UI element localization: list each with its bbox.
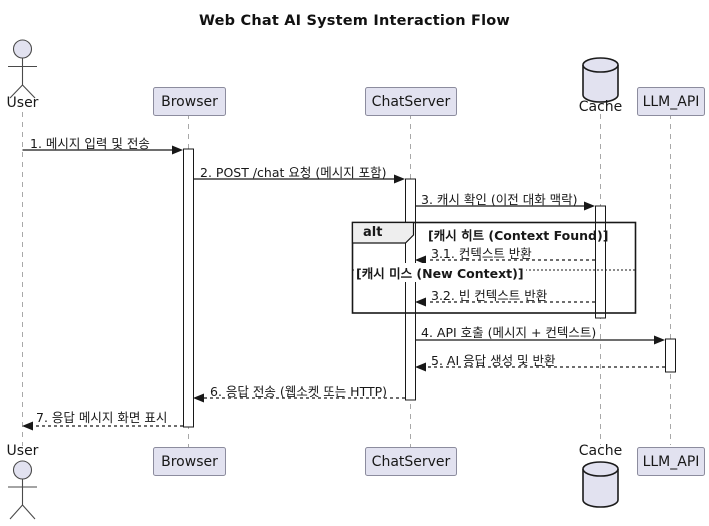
- message-label-5: 5. AI 응답 생성 및 반환: [431, 353, 556, 368]
- alt-operator-pentagon: [351, 221, 415, 244]
- diagram-title: Web Chat AI System Interaction Flow: [198, 13, 511, 29]
- arrowhead-1: [172, 145, 183, 155]
- arrowhead-3: [584, 201, 595, 211]
- arrowhead-2: [394, 174, 405, 184]
- arrowhead-3-1: [415, 255, 426, 265]
- activation-chatserver: [405, 178, 416, 401]
- alt-operator-label: alt: [363, 225, 383, 240]
- message-label-4: 4. API 호출 (메시지 + 컨텍스트): [421, 325, 597, 340]
- user-actor-bottom-icon: [8, 460, 37, 520]
- message-label-1: 1. 메시지 입력 및 전송: [30, 136, 150, 151]
- user-actor-icon: [8, 39, 37, 99]
- participant-chatserver-top: ChatServer: [365, 87, 457, 116]
- participant-cache-bottom-label: Cache: [578, 443, 623, 459]
- arrowhead-5: [415, 362, 426, 372]
- participant-browser-top: Browser: [153, 87, 226, 116]
- message-label-3: 3. 캐시 확인 (이전 대화 맥락): [421, 192, 578, 207]
- message-label-7: 7. 응답 메시지 화면 표시: [36, 410, 168, 425]
- message-label-3-1: 3.1. 컨텍스트 반환: [431, 246, 532, 261]
- alt-guard-hit: [캐시 히트 (Context Found)]: [428, 228, 609, 243]
- arrowhead-3-2: [415, 297, 426, 307]
- arrowhead-6: [193, 393, 204, 403]
- message-label-3-2: 3.2. 빈 컨텍스트 반환: [431, 288, 548, 303]
- participant-user-bottom-label: User: [6, 443, 39, 459]
- participant-llm-api-top: LLM_API: [637, 87, 705, 116]
- message-label-6: 6. 응답 전송 (웹소켓 또는 HTTP): [210, 384, 388, 399]
- participant-browser-bottom: Browser: [153, 447, 226, 476]
- activation-cache: [595, 205, 606, 319]
- alt-guard-miss: [캐시 미스 (New Context)]: [354, 263, 526, 282]
- participant-cache-top-label: Cache: [578, 99, 623, 115]
- participant-user-top-label: User: [6, 95, 39, 111]
- message-label-2: 2. POST /chat 요청 (메시지 포함): [200, 165, 387, 180]
- participant-llm-api-bottom: LLM_API: [637, 447, 705, 476]
- activation-browser: [183, 148, 194, 428]
- cache-database-bottom-icon: [582, 461, 619, 508]
- arrowhead-4: [654, 335, 665, 345]
- cache-database-icon: [582, 57, 619, 103]
- arrowhead-7: [22, 421, 33, 431]
- activation-llm-api: [665, 338, 676, 373]
- participant-chatserver-bottom: ChatServer: [365, 447, 457, 476]
